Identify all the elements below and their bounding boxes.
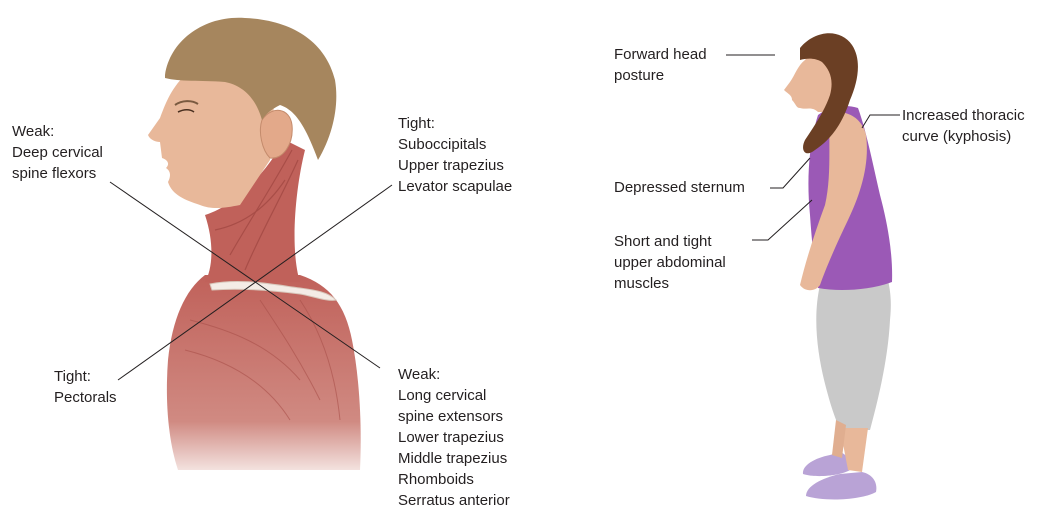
label-weak-extensors: Weak: Long cervical spine extensors Lowe… [398,364,510,511]
label-tight-upper-line2: Upper trapezius [398,155,512,176]
label-depressed-sternum: Depressed sternum [614,177,745,198]
leggings [816,280,891,430]
shoe-back [803,452,851,476]
label-weak-flexors-heading: Weak: [12,121,103,142]
label-weak-flexors-line1: Deep cervical [12,142,103,163]
label-weak-extensors-line1: Long cervical [398,385,510,406]
label-abdominal-line1: Short and tight [614,231,726,252]
label-weak-flexors: Weak: Deep cervical spine flexors [12,121,103,184]
label-abdominal: Short and tight upper abdominal muscles [614,231,726,294]
label-forward-head: Forward head posture [614,44,707,86]
shoe-front [806,472,876,499]
label-tight-upper-heading: Tight: [398,113,512,134]
label-weak-extensors-line4: Middle trapezius [398,448,510,469]
head-neck-figure [148,18,361,470]
label-thoracic-curve: Increased thoracic curve (kyphosis) [902,105,1025,147]
label-forward-head-line1: Forward head [614,44,707,65]
label-thoracic-curve-line2: curve (kyphosis) [902,126,1025,147]
label-tight-pectorals-line1: Pectorals [54,387,117,408]
label-tight-upper: Tight: Suboccipitals Upper trapezius Lev… [398,113,512,197]
label-thoracic-curve-line1: Increased thoracic [902,105,1025,126]
label-weak-extensors-line6: Serratus anterior [398,490,510,511]
label-weak-flexors-line2: spine flexors [12,163,103,184]
label-weak-extensors-heading: Weak: [398,364,510,385]
label-abdominal-line3: muscles [614,273,726,294]
standing-woman-figure [784,33,892,499]
label-tight-upper-line3: Levator scapulae [398,176,512,197]
label-weak-extensors-line2: spine extensors [398,406,510,427]
label-tight-upper-line1: Suboccipitals [398,134,512,155]
label-weak-extensors-line3: Lower trapezius [398,427,510,448]
label-tight-pectorals-heading: Tight: [54,366,117,387]
label-abdominal-line2: upper abdominal [614,252,726,273]
label-weak-extensors-line5: Rhomboids [398,469,510,490]
label-tight-pectorals: Tight: Pectorals [54,366,117,408]
label-depressed-sternum-line1: Depressed sternum [614,177,745,198]
label-forward-head-line2: posture [614,65,707,86]
